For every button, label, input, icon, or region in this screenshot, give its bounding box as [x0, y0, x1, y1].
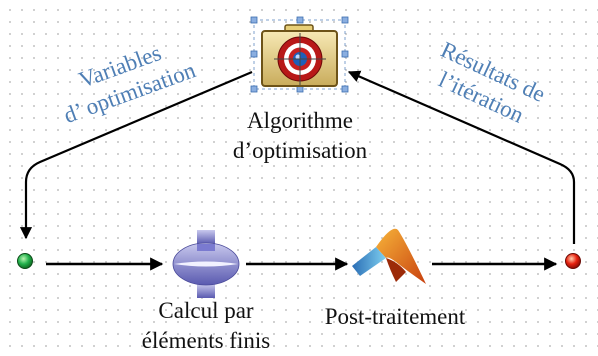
optimizer-label-line2: d’optimisation	[232, 138, 368, 163]
fem-block[interactable]	[172, 230, 240, 298]
matlab-logo-icon	[352, 228, 426, 284]
optimizer-label-line1: Algorithme	[246, 108, 354, 133]
start-node[interactable]	[17, 253, 33, 269]
post-block[interactable]	[352, 228, 426, 284]
fem-label-line2: éléments finis	[141, 328, 271, 353]
target-icon	[261, 24, 338, 87]
edge-optimizer-to-start	[19, 70, 253, 240]
selection-handles	[250, 16, 349, 93]
post-label-text: Post-traitement	[324, 304, 466, 329]
fem-label: Calcul par éléments finis	[126, 296, 286, 356]
post-label: Post-traitement	[310, 302, 480, 332]
edge-end-to-optimizer	[347, 70, 576, 244]
end-node[interactable]	[565, 253, 581, 269]
optimizer-label: Algorithme d’optimisation	[224, 106, 376, 166]
optimizer-block[interactable]	[250, 16, 349, 93]
fem-label-line1: Calcul par	[158, 298, 254, 323]
fem-solver-icon	[172, 230, 240, 298]
